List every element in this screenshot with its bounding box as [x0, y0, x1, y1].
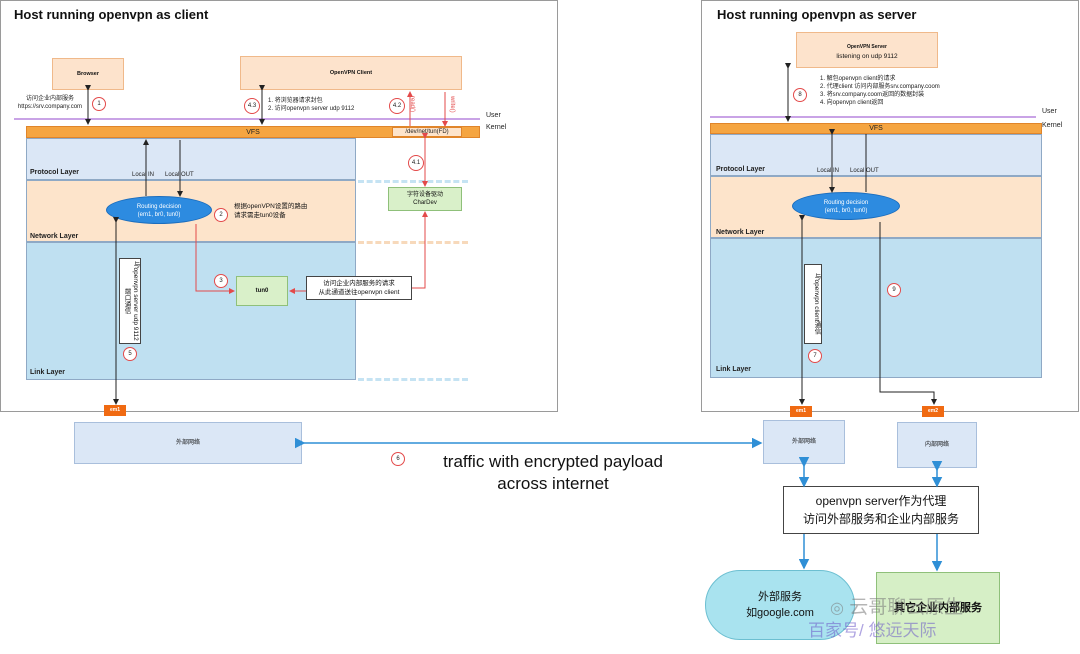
step-9-marker: 9 [887, 283, 901, 297]
step-6-marker: 6 [391, 452, 405, 466]
tun0-device: tun0 [236, 276, 288, 306]
step-2-marker: 2 [214, 208, 228, 222]
server-protocol-layer [710, 134, 1042, 176]
user-kernel-boundary [14, 118, 480, 120]
client-link-layer [26, 242, 356, 380]
wechat-icon: ◎ [830, 600, 844, 617]
step-2-note: 根据openVPN设置的路由请求需走tun0设备 [234, 203, 308, 219]
server-routing-decision: Routing decision(em1, br0, tun0) [792, 192, 900, 220]
write-label: write() [449, 96, 455, 113]
link-dash [358, 378, 468, 381]
step-8-marker: 8 [793, 88, 807, 102]
tun0-note: 访问企业内部服务的请求从此通道送往openvpn client [306, 276, 412, 300]
server-user-label: User [1042, 108, 1057, 115]
server-user-kernel-boundary [710, 116, 1036, 118]
client-external-network: 外部网络 [74, 422, 302, 464]
step-5-marker: 5 [123, 347, 137, 361]
step-3-marker: 3 [214, 274, 228, 288]
local-in-label: Local IN [132, 172, 155, 178]
protocol-dash [358, 180, 468, 183]
baidu-watermark: 百家号/ 悠远天际 [808, 621, 937, 640]
openvpn-server-box: OpenVPN Server listening on udp 9112 [796, 32, 938, 68]
step-8-text: 1. 解包openvpn client的请求 2. 代理client 访问内部服… [820, 76, 940, 106]
server-network-layer-label: Network Layer [716, 229, 765, 236]
server-em1-port: em1 [790, 406, 812, 417]
external-service-cloud: 外部服务如google.com [705, 570, 855, 640]
step-4-2-marker: 4.2 [389, 98, 405, 114]
client-routing-decision: Routing decision(em1, br0, tun0) [106, 196, 212, 224]
wechat-watermark: ◎ 云哥聊云原生 [830, 597, 964, 618]
openvpn-client-comm-note: 与openvpn client通信 [804, 264, 822, 344]
server-host-title: Host running openvpn as server [717, 7, 917, 22]
server-vfs-bar: VFS [710, 123, 1042, 134]
client-network-layer-label: Network Layer [30, 233, 79, 240]
server-internal-network: 内部网络 [897, 422, 977, 468]
network-dash [358, 241, 468, 244]
kernel-label: Kernel [486, 124, 507, 131]
client-link-layer-label: Link Layer [30, 369, 66, 376]
client-protocol-layer [26, 138, 356, 180]
server-local-out-label: Local OUT [850, 168, 879, 174]
internal-service-box: 其它企业内部服务 [876, 572, 1000, 644]
udp-9112-note: 与openvpn server udp 9112端口通信 [119, 258, 141, 344]
openvpn-client-box: OpenVPN Client [240, 56, 462, 90]
server-kernel-label: Kernel [1042, 122, 1063, 129]
client-em1-port: em1 [104, 405, 126, 416]
client-protocol-layer-label: Protocol Layer [30, 169, 80, 176]
server-link-layer [710, 238, 1042, 378]
local-out-label: Local OUT [165, 172, 194, 178]
proxy-note: openvpn server作为代理访问外部服务和企业内部服务 [783, 486, 979, 534]
read-label: read() [409, 96, 415, 113]
step-1-marker: 1 [92, 97, 106, 111]
server-em2-port: em2 [922, 406, 944, 417]
client-host-title: Host running openvpn as client [14, 7, 209, 22]
server-link-layer-label: Link Layer [716, 366, 752, 373]
server-local-in-label: Local IN [817, 168, 840, 174]
vfs-bar: VFS [26, 126, 480, 138]
user-label: User [486, 112, 501, 119]
step-7-marker: 7 [808, 349, 822, 363]
server-protocol-layer-label: Protocol Layer [716, 166, 766, 173]
